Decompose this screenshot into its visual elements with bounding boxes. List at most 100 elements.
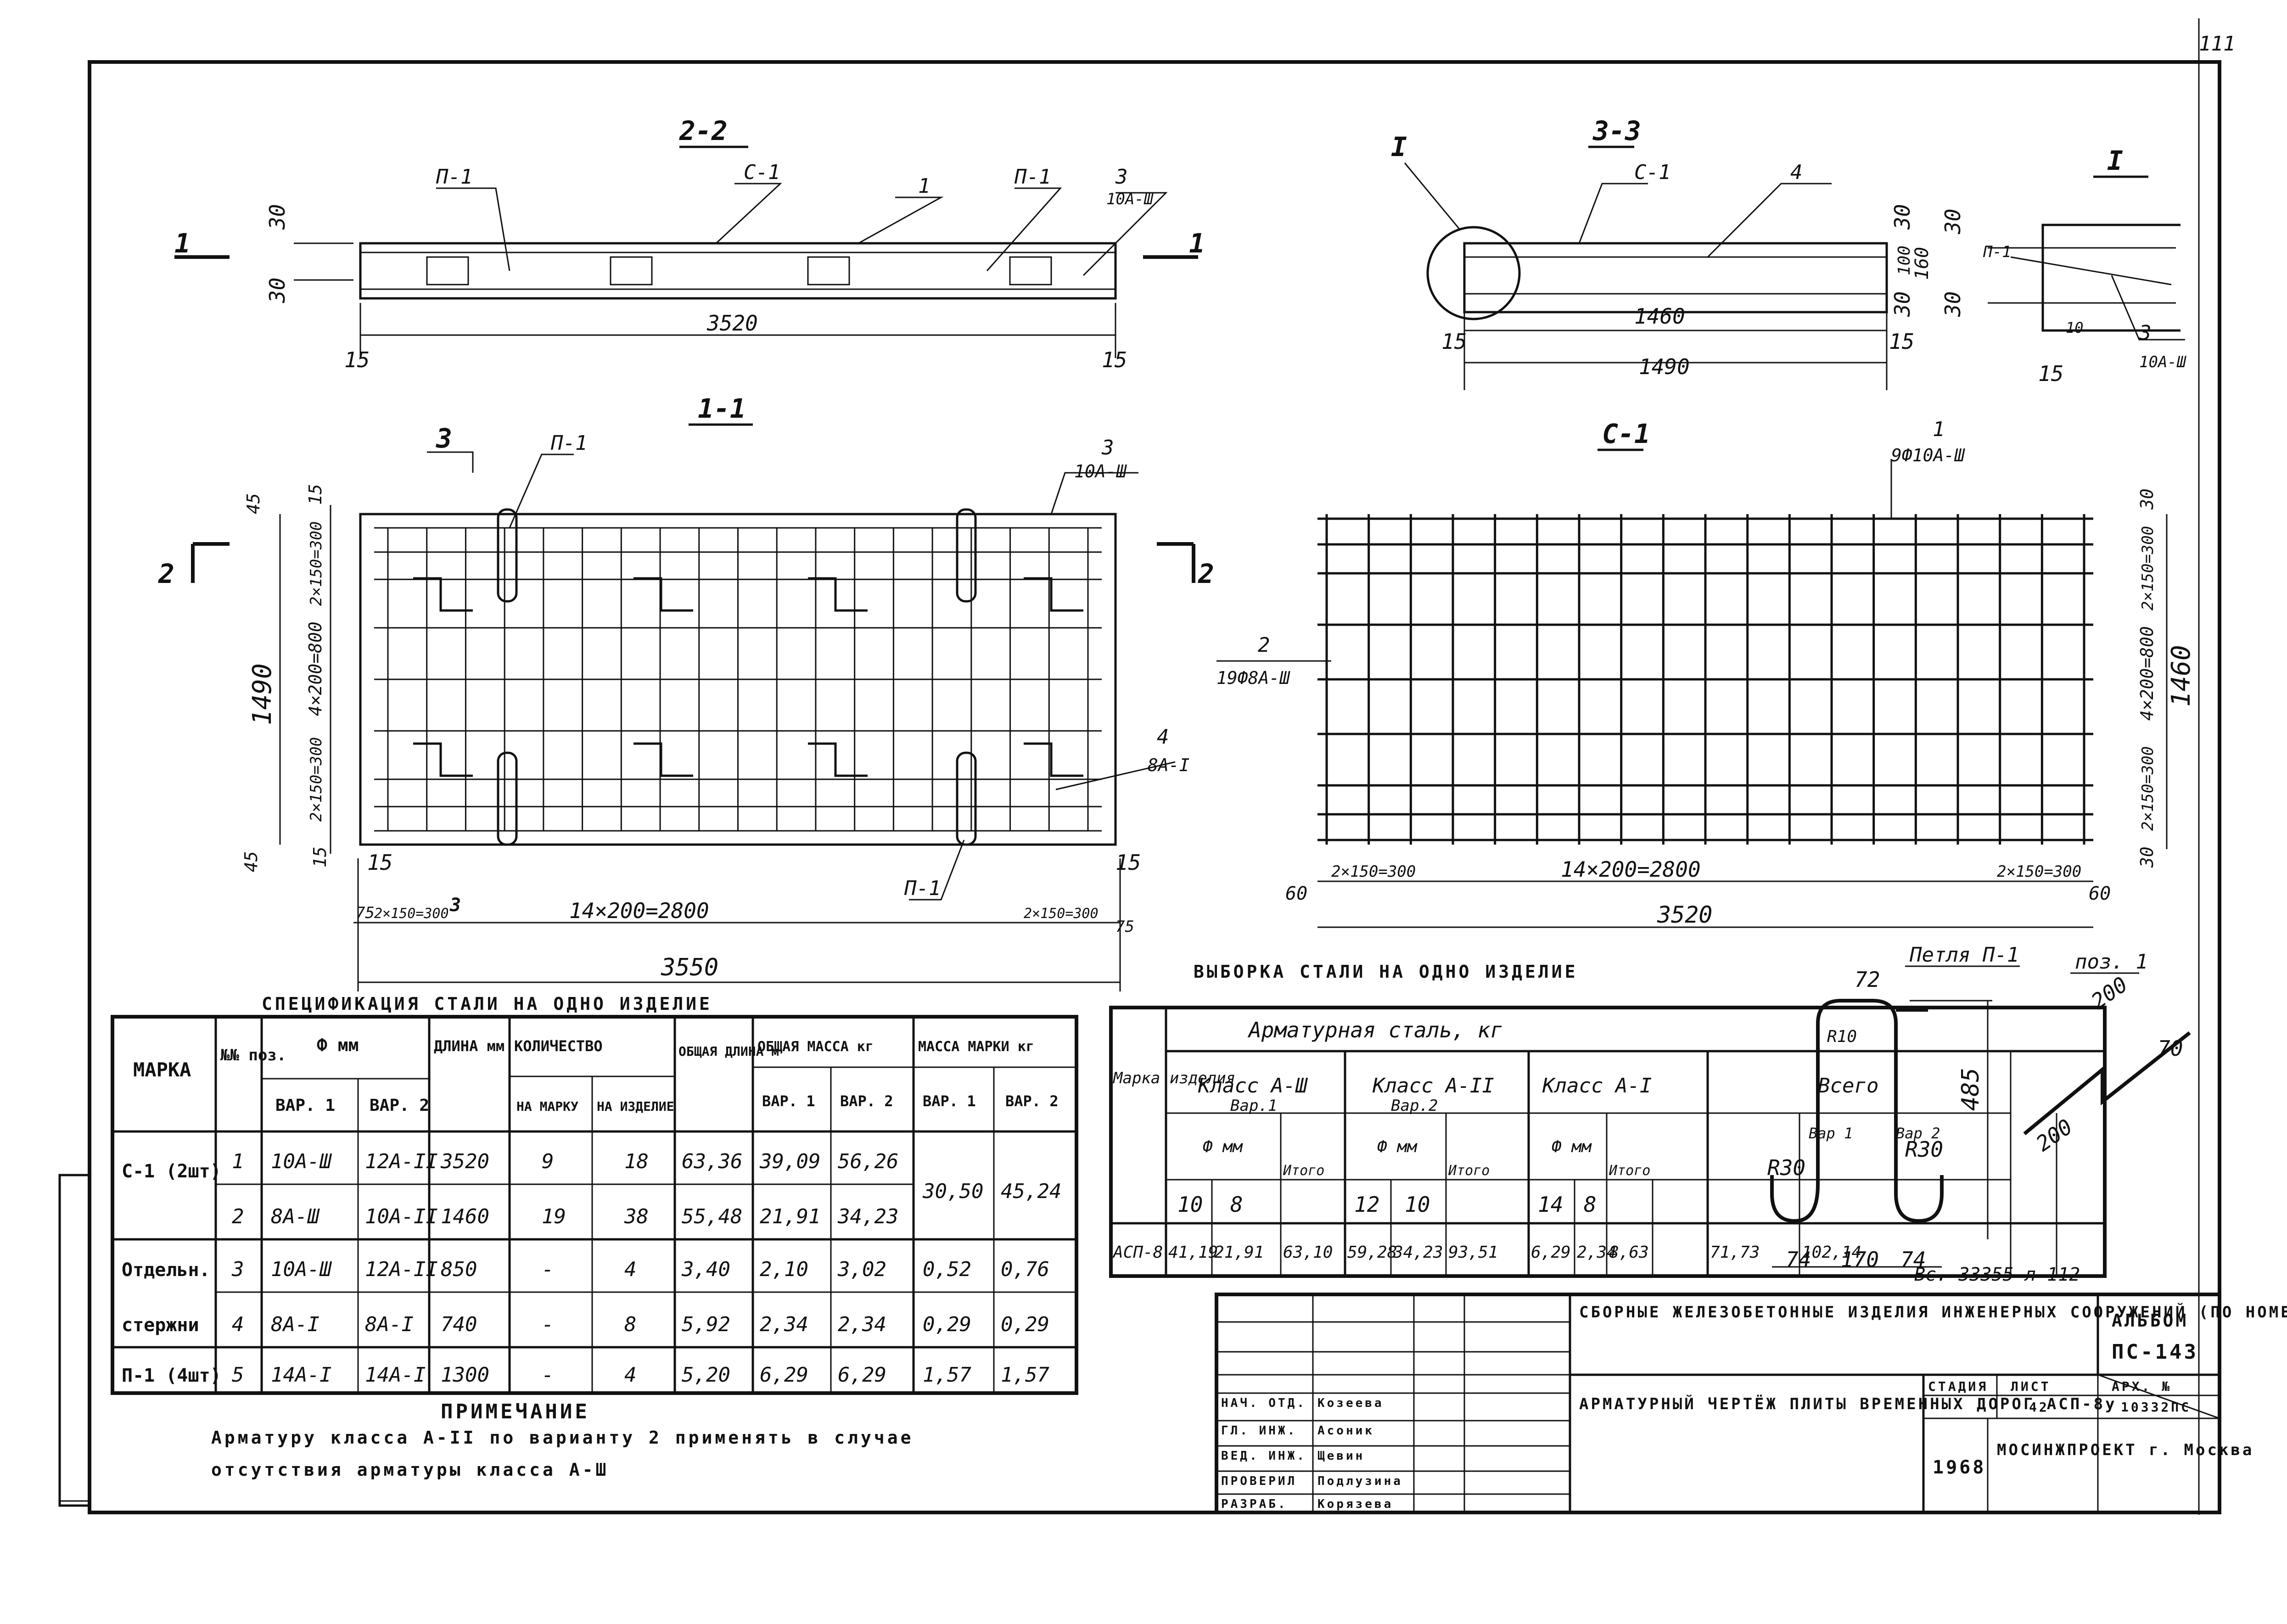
svg-text:ВЫБОРКА СТАЛИ НА ОДНО ИЗДЕЛИЕ: ВЫБОРКА СТАЛИ НА ОДНО ИЗДЕЛИЕ: [1194, 962, 1578, 982]
svg-text:1490: 1490: [1639, 354, 1690, 379]
spec-cell-mark: стержни: [122, 1315, 199, 1336]
svg-text:ВАР. 1: ВАР. 1: [275, 1096, 335, 1115]
svg-text:Итого: Итого: [1448, 1163, 1490, 1179]
svg-text:30: 30: [1890, 204, 1915, 230]
spec-cell-m1: 2,34: [760, 1313, 808, 1336]
note: ПРИМЕЧАНИЕ Арматуру класса А-II по вариа…: [211, 1400, 914, 1480]
spec-cell-mark-mass-2: 0,76: [1001, 1258, 1049, 1281]
title-block-name: Корязева: [1317, 1497, 1393, 1511]
svg-text:170: 170: [1841, 1247, 1879, 1272]
svg-text:П-1: П-1: [1014, 165, 1051, 189]
svg-text:30: 30: [265, 278, 290, 303]
svg-text:2×150=300: 2×150=300: [307, 737, 325, 822]
selection-cell: 71,73: [1710, 1243, 1760, 1262]
svg-text:Ф мм: Ф мм: [1552, 1137, 1592, 1156]
spec-cell-d1: 10А-Ш: [271, 1150, 332, 1173]
spec-cell-d2: 14А-I: [365, 1363, 426, 1387]
svg-text:2×150=300: 2×150=300: [1997, 862, 2081, 881]
sheet-frame: [88, 60, 2221, 1514]
selection-cell: 6,29: [1531, 1243, 1571, 1262]
svg-text:Вар.1: Вар.1: [1230, 1097, 1277, 1115]
svg-text:15: 15: [1102, 347, 1127, 372]
detail-I: I П-1 30 30 10 15 3 10А-Ш: [1940, 145, 2186, 386]
svg-text:1: 1: [918, 174, 930, 198]
svg-text:П-1: П-1: [550, 431, 587, 455]
svg-text:2×150=300: 2×150=300: [1024, 906, 1099, 922]
svg-text:100: 100: [1895, 246, 1914, 275]
svg-text:Всего: Всего: [1818, 1074, 1878, 1098]
binding-strip: [58, 1174, 91, 1507]
svg-text:отсутствия арматуры класса А-Ш: отсутствия арматуры класса А-Ш: [211, 1460, 609, 1480]
svg-text:С-1: С-1: [1602, 418, 1650, 449]
svg-text:ВАР. 2: ВАР. 2: [370, 1096, 429, 1115]
svg-text:3: 3: [1115, 165, 1128, 189]
title-block-name: Козеева: [1317, 1396, 1384, 1410]
spec-cell-mark-mass-1: 30,50: [922, 1180, 983, 1203]
svg-text:ВАР. 2: ВАР. 2: [840, 1092, 893, 1110]
svg-text:СБОРНЫЕ ЖЕЛЕЗОБЕТОННЫЕ ИЗДЕЛИЯ: СБОРНЫЕ ЖЕЛЕЗОБЕТОННЫЕ ИЗДЕЛИЯ ИНЖЕНЕРНЫ…: [1579, 1303, 2287, 1322]
svg-text:СПЕЦИФИКАЦИЯ СТАЛИ НА ОДНО ИЗД: СПЕЦИФИКАЦИЯ СТАЛИ НА ОДНО ИЗДЕЛИЕ: [262, 994, 712, 1014]
spec-cell-per_item: 38: [624, 1205, 649, 1228]
svg-text:30: 30: [2137, 846, 2157, 868]
svg-text:45: 45: [241, 851, 261, 872]
spec-cell-m2: 6,29: [838, 1363, 886, 1387]
svg-text:1490: 1490: [247, 663, 277, 725]
section-2-2: 2-2 3520 15 15 30 30 1 1 П-1 С-1 1 П-1 3: [174, 115, 1205, 372]
svg-text:ПРИМЕЧАНИЕ: ПРИМЕЧАНИЕ: [441, 1400, 590, 1423]
svg-text:2×150=300: 2×150=300: [374, 906, 449, 922]
title-block-role: НАЧ. ОТД.: [1221, 1396, 1306, 1410]
svg-text:14×200=2800: 14×200=2800: [569, 898, 709, 923]
svg-text:Вар 2: Вар 2: [1896, 1125, 1940, 1142]
selection-cell: 21,91: [1214, 1243, 1264, 1262]
svg-text:1: 1: [1189, 228, 1205, 259]
spec-cell-mark-mass-2: 1,57: [1001, 1363, 1049, 1387]
svg-text:СТАДИЯ: СТАДИЯ: [1928, 1379, 1988, 1394]
selection-sub-diameter: 14: [1538, 1192, 1563, 1217]
svg-text:74: 74: [1786, 1247, 1811, 1272]
spec-cell-per_mark: -: [542, 1313, 554, 1336]
spec-cell-d2: 12А-II: [365, 1150, 438, 1173]
spec-cell-d2: 10А-II: [365, 1205, 438, 1228]
title-block-role: ГЛ. ИНЖ.: [1221, 1424, 1297, 1438]
selection-cell: 102,14: [1802, 1243, 1861, 1262]
svg-text:15: 15: [1115, 850, 1141, 875]
svg-text:3: 3: [436, 423, 452, 454]
spec-cell-d1: 8А-I: [271, 1313, 320, 1336]
svg-text:поз. 1: поз. 1: [2075, 950, 2148, 974]
svg-text:9Ф10А-Ш: 9Ф10А-Ш: [1891, 445, 1965, 465]
svg-text:485: 485: [1957, 1068, 1984, 1111]
svg-text:ВАР. 1: ВАР. 1: [923, 1092, 976, 1110]
svg-text:2×150=300: 2×150=300: [2139, 746, 2157, 831]
mesh-C1: С-1 1 9Ф10А-Ш 2 19Ф8А-Ш 30 2×150=300 4×2…: [1216, 418, 2196, 928]
svg-text:19Ф8А-Ш: 19Ф8А-Ш: [1216, 668, 1290, 688]
title-block-name: Асоник: [1317, 1424, 1374, 1438]
selection-sub-diameter: 10: [1405, 1192, 1430, 1217]
svg-text:30: 30: [1940, 209, 1965, 235]
spec-cell-m1: 39,09: [759, 1150, 820, 1173]
section-2-2-title: 2-2: [679, 115, 728, 146]
svg-text:ПС-143: ПС-143: [2112, 1340, 2198, 1364]
svg-text:Арматуру класса А-II по вариан: Арматуру класса А-II по варианту 2 приме…: [211, 1428, 914, 1448]
svg-text:МОСИНЖПРОЕКТ г. Москва: МОСИНЖПРОЕКТ г. Москва: [1997, 1441, 2254, 1459]
pos-1: поз. 1 200 70 200: [2023, 950, 2191, 1156]
spec-cell-mark-mass-2: 0,29: [1001, 1313, 1049, 1336]
svg-text:1: 1: [1933, 418, 1945, 441]
svg-text:Класс А-I: Класс А-I: [1542, 1074, 1652, 1098]
svg-text:75: 75: [1115, 918, 1134, 936]
spec-cell-per_mark: 9: [542, 1150, 554, 1173]
svg-text:2×150=300: 2×150=300: [307, 521, 325, 606]
spec-cell-m1: 2,10: [760, 1258, 808, 1281]
svg-text:4×200=800: 4×200=800: [2137, 626, 2157, 721]
svg-text:2×150=300: 2×150=300: [1331, 862, 1416, 881]
svg-text:ДЛИНА мм: ДЛИНА мм: [434, 1037, 504, 1055]
svg-text:С-1: С-1: [1634, 161, 1670, 184]
svg-text:ОБЩАЯ МАССА кг: ОБЩАЯ МАССА кг: [757, 1039, 874, 1055]
svg-text:10332ПС: 10332ПС: [2121, 1400, 2191, 1415]
spec-cell-pos: 3: [231, 1258, 244, 1281]
svg-text:R30: R30: [1905, 1137, 1943, 1162]
svg-text:3: 3: [2139, 321, 2152, 345]
spec-cell-mark-mass-1: 0,29: [923, 1313, 971, 1336]
mesh-rebar-grid: [1317, 514, 2093, 845]
